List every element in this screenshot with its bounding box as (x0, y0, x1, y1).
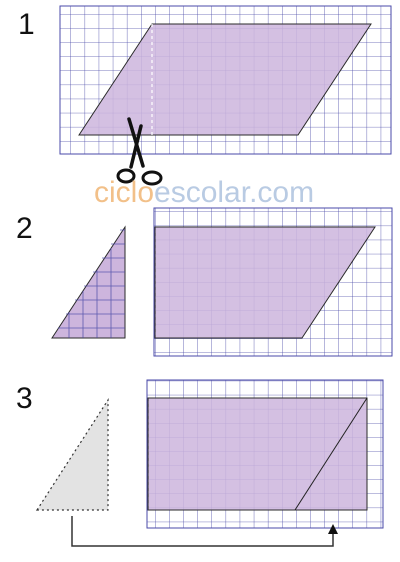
step-3-moved-triangle-edge (294, 397, 368, 511)
step-3-ghost-triangle (35, 397, 109, 511)
step-2-triangle-piece (51, 225, 126, 339)
step-1-parallelogram (78, 23, 372, 136)
watermark-part-2: escolar.com (154, 176, 314, 209)
step-3-rectangle (147, 397, 368, 511)
scissors-icon (116, 117, 163, 186)
watermark: cicloescolar.com (94, 176, 314, 209)
watermark-part-1: ciclo (94, 176, 154, 209)
step-3-number: 3 (16, 382, 33, 415)
step-2-number: 2 (16, 212, 33, 245)
arrow-icon (71, 516, 338, 547)
step-1-number: 1 (18, 8, 35, 41)
